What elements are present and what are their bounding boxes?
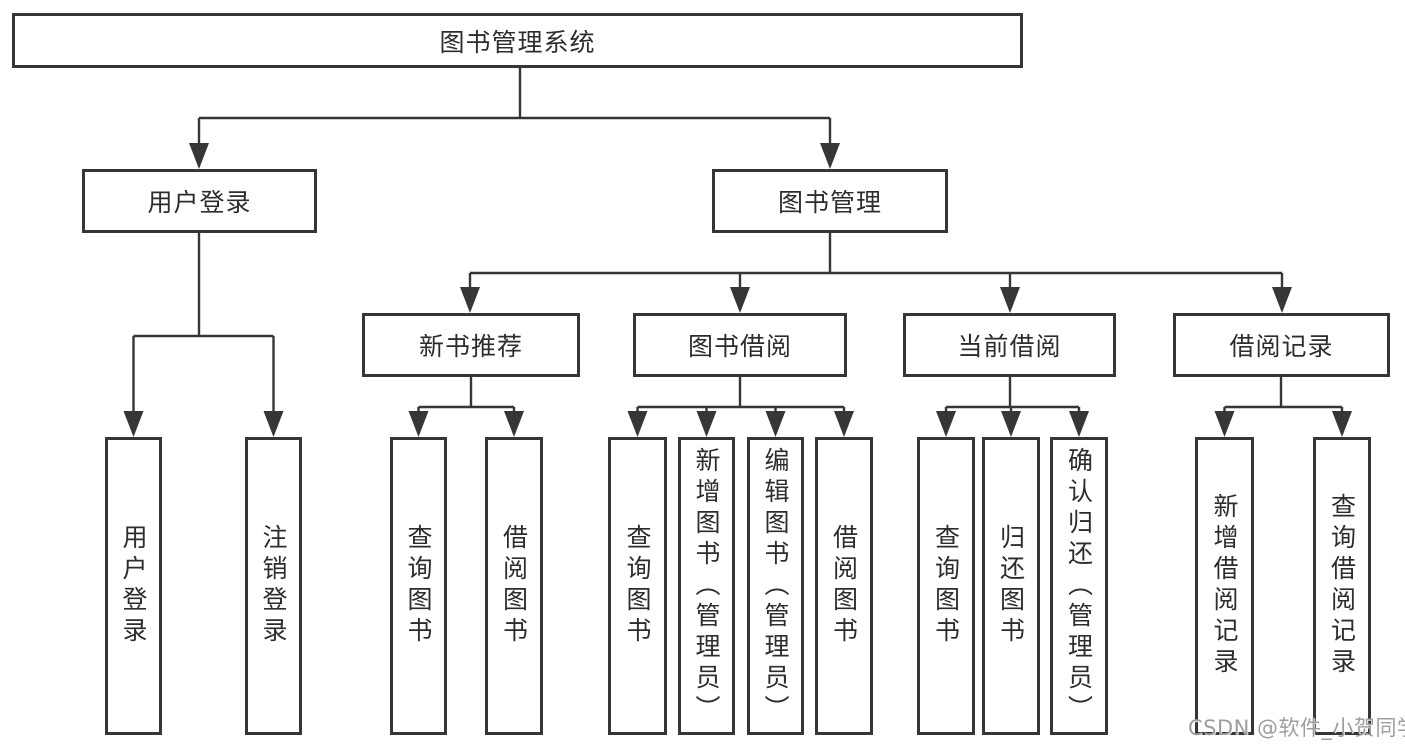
node-library-system: 图书管理系统 xyxy=(12,13,1023,68)
node-book-borrowing-label: 图书借阅 xyxy=(687,332,792,361)
node-new-book-recommendation-label: 新书推荐 xyxy=(418,332,523,361)
leaf-query-books-borrowing: 查询图书 xyxy=(608,437,667,735)
leaf-logout: 注销登录 xyxy=(245,437,302,735)
leaf-user-login-label: 用户登录 xyxy=(119,524,148,648)
leaf-query-borrow-record: 查询借阅记录 xyxy=(1313,437,1371,735)
leaf-return-books-label: 归还图书 xyxy=(996,524,1026,648)
leaf-return-books: 归还图书 xyxy=(982,437,1040,735)
node-book-borrowing: 图书借阅 xyxy=(633,313,847,377)
node-current-borrowing-label: 当前借阅 xyxy=(957,332,1062,361)
leaf-borrow-books-label: 借阅图书 xyxy=(829,524,859,648)
leaf-add-books-admin: 新增图书（管理员） xyxy=(678,437,735,735)
node-user-login-label: 用户登录 xyxy=(147,188,252,217)
node-borrowing-records-label: 借阅记录 xyxy=(1229,332,1334,361)
leaf-borrow-books-recommend-label: 借阅图书 xyxy=(499,524,529,648)
leaf-borrow-books: 借阅图书 xyxy=(815,437,873,735)
node-book-management-label: 图书管理 xyxy=(777,188,882,217)
leaf-query-books-current: 查询图书 xyxy=(917,437,975,735)
node-current-borrowing: 当前借阅 xyxy=(903,313,1116,377)
leaf-add-borrow-record: 新增借阅记录 xyxy=(1195,437,1254,735)
node-user-login: 用户登录 xyxy=(82,169,317,233)
node-book-management: 图书管理 xyxy=(712,169,948,233)
leaf-query-books-borrowing-label: 查询图书 xyxy=(623,524,652,648)
leaf-borrow-books-recommend: 借阅图书 xyxy=(485,437,543,735)
node-library-system-label: 图书管理系统 xyxy=(439,27,596,57)
leaf-edit-books-admin-label: 编辑图书（管理员） xyxy=(761,446,790,726)
leaf-query-borrow-record-label: 查询借阅记录 xyxy=(1327,493,1357,679)
leaf-edit-books-admin: 编辑图书（管理员） xyxy=(747,437,804,735)
csdn-watermark: CSDN @软件_小贺同学 xyxy=(1188,716,1405,740)
node-new-book-recommendation: 新书推荐 xyxy=(362,313,580,377)
leaf-confirm-return-admin: 确认归还（管理员） xyxy=(1050,437,1108,735)
leaf-user-login: 用户登录 xyxy=(105,437,162,735)
leaf-confirm-return-admin-label: 确认归还（管理员） xyxy=(1064,446,1094,726)
leaf-logout-label: 注销登录 xyxy=(259,524,288,648)
leaf-query-books-recommend-label: 查询图书 xyxy=(404,524,433,648)
node-borrowing-records: 借阅记录 xyxy=(1173,313,1390,377)
leaf-add-borrow-record-label: 新增借阅记录 xyxy=(1210,493,1239,679)
leaf-query-books-recommend: 查询图书 xyxy=(390,437,447,735)
leaf-query-books-current-label: 查询图书 xyxy=(931,524,961,648)
leaf-add-books-admin-label: 新增图书（管理员） xyxy=(692,446,721,726)
